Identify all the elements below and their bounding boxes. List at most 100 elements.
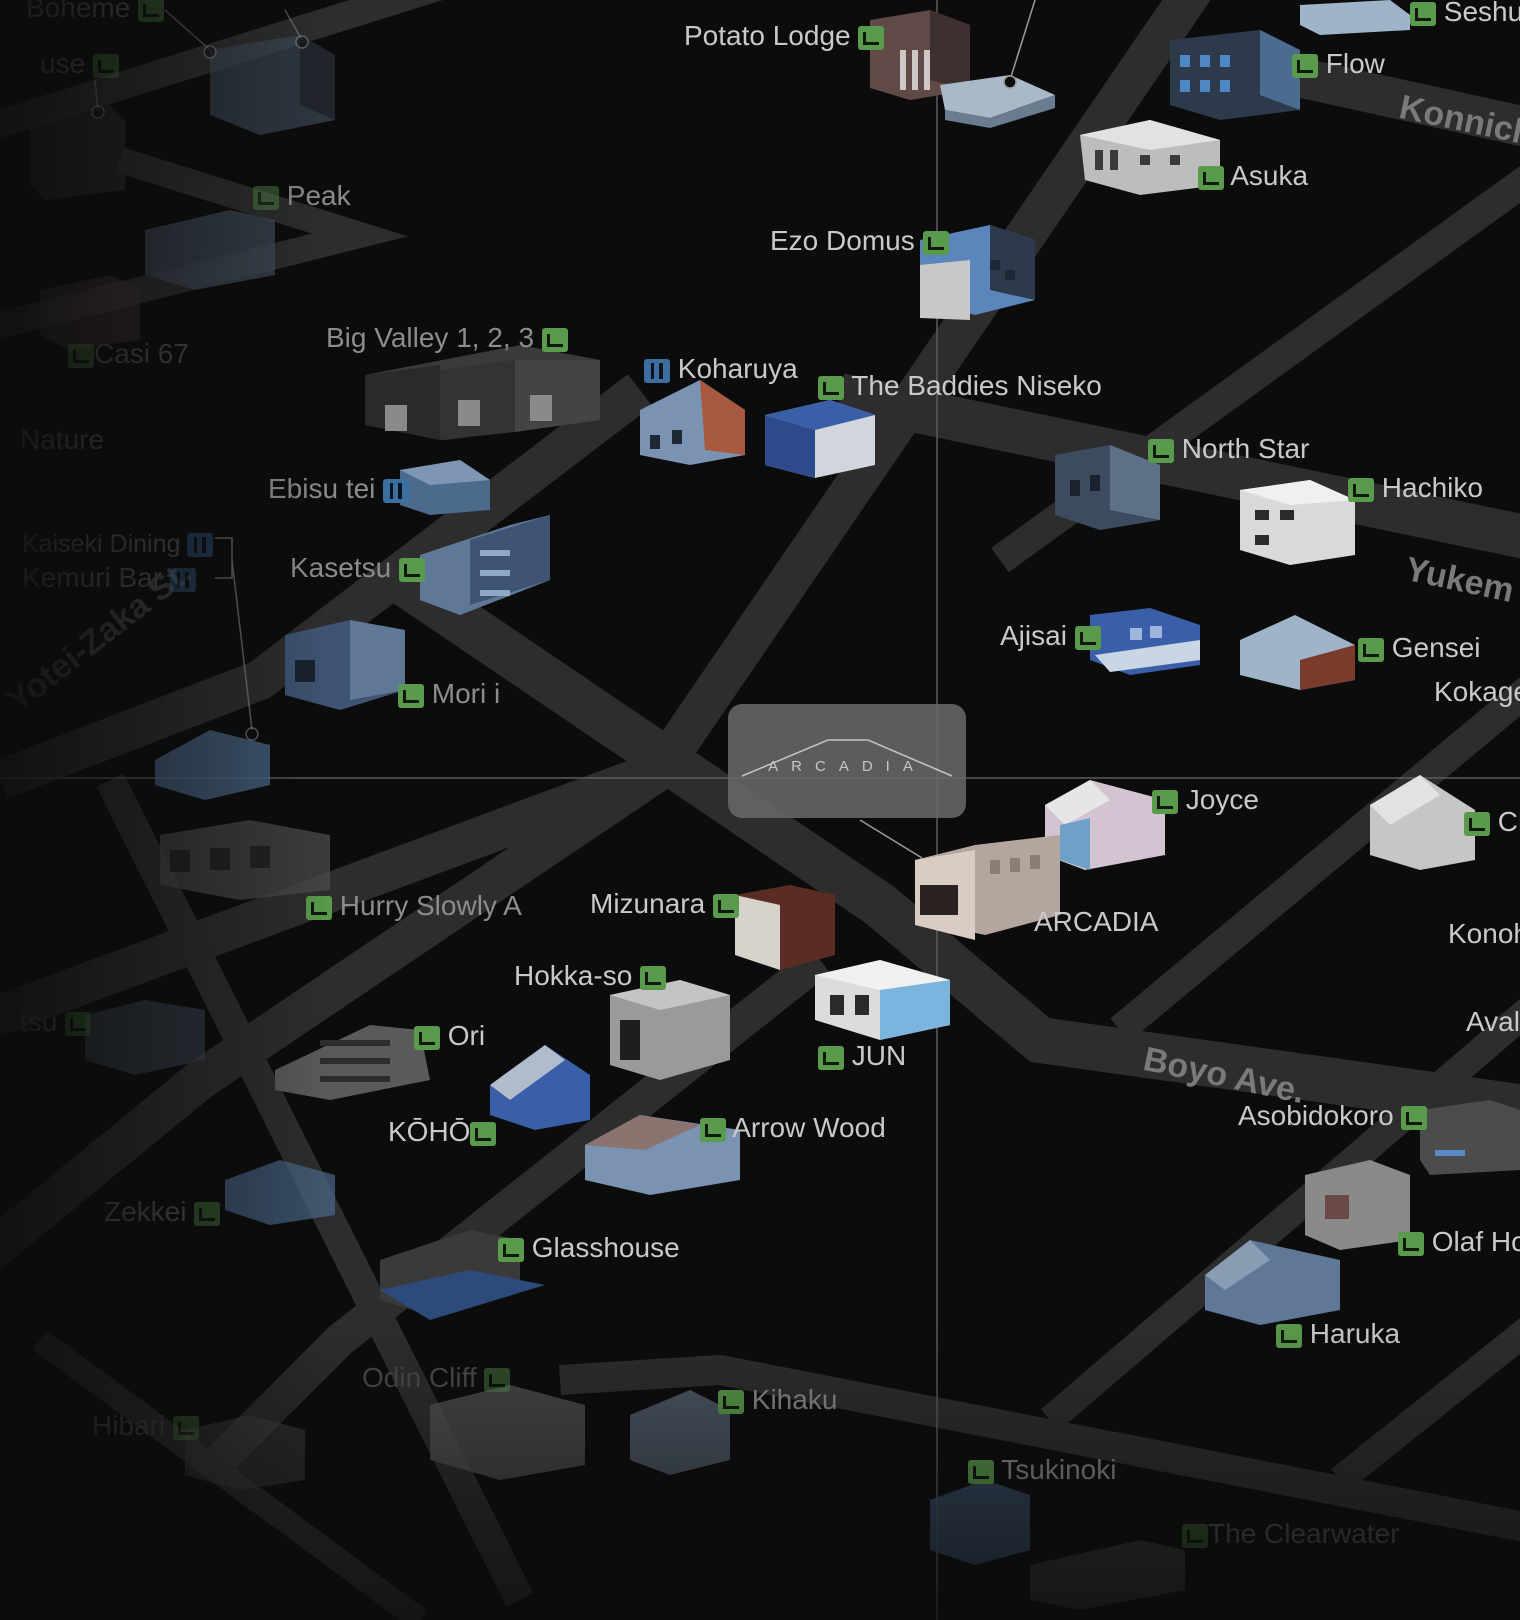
label-arrow-wood[interactable]: Arrow Wood xyxy=(700,1112,886,1144)
building-tsukinoki[interactable] xyxy=(930,1480,1030,1565)
label-jun[interactable]: JUN xyxy=(818,1040,906,1072)
label-asuka[interactable]: Asuka xyxy=(1198,160,1308,192)
bed-icon xyxy=(1182,1523,1208,1548)
building-odin-cliff[interactable] xyxy=(430,1385,585,1480)
label-text: Ebisu tei xyxy=(268,473,376,504)
label-use[interactable]: use xyxy=(40,48,119,80)
building-joyce[interactable] xyxy=(1045,780,1165,870)
building-hurry-slowly[interactable] xyxy=(160,820,330,900)
label-text: KŌHŌ xyxy=(388,1116,471,1147)
label-text: Boheme xyxy=(26,0,131,23)
building-olaf[interactable] xyxy=(1305,1160,1410,1250)
building-kihaku[interactable] xyxy=(630,1390,730,1475)
bed-icon xyxy=(65,1011,92,1036)
label-haruka[interactable]: Haruka xyxy=(1276,1318,1400,1350)
label-hokka-so[interactable]: Hokka-so xyxy=(514,960,667,992)
label-gensei[interactable]: Gensei xyxy=(1358,632,1481,664)
label-tsu[interactable]: tsu xyxy=(20,1006,92,1038)
label-big-valley[interactable]: Big Valley 1, 2, 3 xyxy=(326,322,568,354)
building-ch[interactable] xyxy=(1370,775,1475,870)
label-ch[interactable]: Ch xyxy=(1464,806,1520,838)
label-text: Ori xyxy=(447,1020,486,1051)
building-baddies[interactable] xyxy=(765,400,875,478)
building-clearwater[interactable] xyxy=(1030,1540,1185,1610)
building-hibari[interactable] xyxy=(185,1415,305,1490)
label-text: The Baddies Niseko xyxy=(851,370,1102,401)
building-north-star[interactable] xyxy=(1055,445,1160,530)
label-zekkei[interactable]: Zekkei xyxy=(104,1196,221,1228)
bed-icon xyxy=(68,343,94,368)
label-ebisu-tei[interactable]: Ebisu tei xyxy=(268,473,410,505)
label-text: North Star xyxy=(1181,433,1310,464)
building-tsu[interactable] xyxy=(85,1000,205,1075)
label-aval[interactable]: Aval xyxy=(1466,1006,1520,1038)
arcadia-callout[interactable]: ARCADIA xyxy=(728,704,966,818)
label-mori-i[interactable]: Mori i xyxy=(398,678,500,710)
label-boheme[interactable]: Boheme xyxy=(26,0,165,24)
bed-icon xyxy=(172,1415,199,1440)
label-asobidokoro[interactable]: Asobidokoro xyxy=(1238,1100,1428,1132)
label-hurry-slowly[interactable]: Hurry Slowly A xyxy=(306,890,522,922)
building-zekkei[interactable] xyxy=(225,1160,335,1225)
label-text: Kihaku xyxy=(751,1384,838,1415)
building-haruka[interactable] xyxy=(1205,1240,1340,1325)
label-ori[interactable]: Ori xyxy=(414,1020,485,1052)
building-flow[interactable] xyxy=(1170,30,1300,120)
building-ori[interactable] xyxy=(275,1025,430,1100)
label-casi67[interactable]: Casi 67 xyxy=(68,338,189,370)
label-mizunara[interactable]: Mizunara xyxy=(590,888,739,920)
label-kemuri[interactable]: Kemuri Bar xyxy=(22,562,196,594)
label-peak[interactable]: Peak xyxy=(253,180,351,212)
building-koharuya[interactable] xyxy=(640,380,745,465)
label-seshu[interactable]: Seshu xyxy=(1410,0,1520,28)
label-hibari[interactable]: Hibari xyxy=(92,1410,199,1442)
label-koho[interactable]: KŌHŌ xyxy=(388,1116,497,1148)
building-mori-i[interactable] xyxy=(285,620,405,710)
label-kaiseki[interactable]: Kaiseki Dining xyxy=(22,528,214,560)
label-text: Ch xyxy=(1497,806,1520,837)
label-koharuya[interactable]: Koharuya xyxy=(644,353,798,385)
label-kihaku[interactable]: Kihaku xyxy=(718,1384,837,1416)
bed-icon xyxy=(1074,625,1101,650)
label-text: Mori i xyxy=(431,678,501,709)
label-north-star[interactable]: North Star xyxy=(1148,433,1309,465)
label-baddies[interactable]: The Baddies Niseko xyxy=(818,370,1102,402)
label-text: tsu xyxy=(20,1006,58,1037)
label-potato-lodge[interactable]: Potato Lodge xyxy=(684,20,885,52)
label-text: ARCADIA xyxy=(1034,906,1159,937)
building-ebisu-tei[interactable] xyxy=(400,460,490,515)
building-ajisai[interactable] xyxy=(1090,608,1200,675)
label-hachiko[interactable]: Hachiko xyxy=(1348,472,1483,504)
building-hachiko[interactable] xyxy=(1240,480,1355,565)
label-odin-cliff[interactable]: Odin Cliff xyxy=(362,1362,511,1394)
building-potato-lodge[interactable] xyxy=(870,10,1055,128)
building-hokka-so[interactable] xyxy=(610,980,730,1080)
label-arcadia[interactable]: ARCADIA xyxy=(1034,906,1158,938)
label-joyce[interactable]: Joyce xyxy=(1152,784,1259,816)
label-text: use xyxy=(40,48,86,79)
building-peak[interactable] xyxy=(145,210,275,290)
building-koho[interactable] xyxy=(490,1045,590,1130)
label-tsukinoki[interactable]: Tsukinoki xyxy=(968,1454,1116,1486)
label-glasshouse[interactable]: Glasshouse xyxy=(498,1232,680,1264)
building-asobidokoro[interactable] xyxy=(1420,1100,1520,1175)
label-nature[interactable]: Nature xyxy=(20,424,104,456)
building-kasetsu[interactable] xyxy=(420,515,550,615)
building-big-valley[interactable] xyxy=(365,345,600,440)
label-kokage[interactable]: Kokage xyxy=(1434,676,1520,708)
building-gensei[interactable] xyxy=(1240,615,1355,690)
label-text: Gensei xyxy=(1391,632,1481,663)
building-seshu[interactable] xyxy=(1300,0,1410,35)
label-ezo-domus[interactable]: Ezo Domus xyxy=(770,225,949,257)
building-mizunara[interactable] xyxy=(735,885,835,970)
building-jun[interactable] xyxy=(815,960,950,1040)
label-clearwater[interactable]: The Clearwater xyxy=(1182,1518,1399,1550)
label-flow[interactable]: Flow xyxy=(1292,48,1385,80)
label-text: Mizunara xyxy=(590,888,706,919)
label-ajisai[interactable]: Ajisai xyxy=(1000,620,1101,652)
label-konoh[interactable]: Konoh xyxy=(1448,918,1520,950)
bed-icon xyxy=(414,1025,440,1050)
label-kasetsu[interactable]: Kasetsu xyxy=(290,552,425,584)
label-olaf[interactable]: Olaf Ho xyxy=(1398,1226,1520,1258)
